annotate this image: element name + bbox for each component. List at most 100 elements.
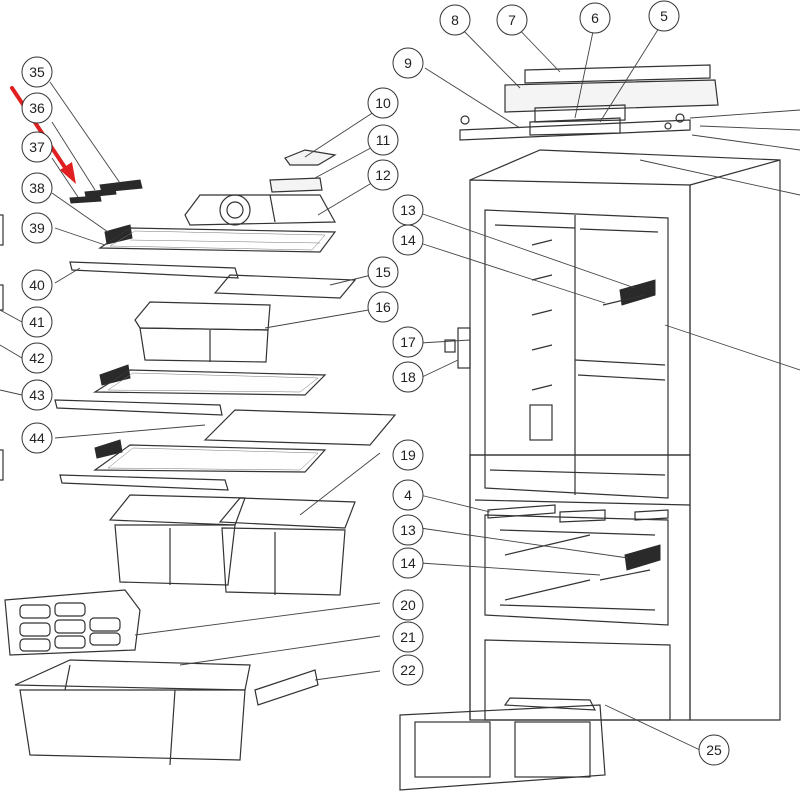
callout-15: 15 [367, 256, 399, 288]
divider-20 [4, 589, 141, 656]
callout-number: 16 [375, 299, 391, 315]
callout-13: 13 [392, 194, 424, 226]
callout-number: 14 [400, 555, 416, 571]
callout-9: 9 [392, 47, 424, 79]
part-15 [213, 274, 357, 299]
callout-8: 8 [439, 4, 471, 36]
callout-circle [392, 547, 424, 579]
callout-38: 38 [21, 172, 53, 204]
callout-circle [392, 514, 424, 546]
evaporator-cover-lower [624, 544, 661, 571]
hinge-pin-18 [444, 339, 456, 353]
callout-circle [367, 291, 399, 323]
callout-number: 17 [400, 334, 416, 350]
part-10 [284, 149, 337, 166]
callout-number: 41 [29, 314, 45, 330]
callout-number: 14 [400, 232, 416, 248]
callout-6: 6 [579, 2, 611, 34]
slide-rail-22 [254, 669, 319, 706]
callout-circle [439, 4, 471, 36]
shelf-trim-lower [59, 474, 229, 491]
part-37 [69, 195, 102, 204]
callout-number: 5 [660, 8, 668, 24]
callout-number: 10 [375, 95, 391, 111]
callout-circle [392, 621, 424, 653]
shelf-trim-40 [69, 261, 239, 279]
callout-35: 35 [21, 56, 53, 88]
callout-43: 43 [21, 379, 53, 411]
callout-circle [21, 56, 53, 88]
callout-circle [21, 172, 53, 204]
callout-number: 7 [508, 12, 516, 28]
top-control-assembly [459, 64, 719, 141]
callout-39: 39 [21, 212, 53, 244]
callout-number: 13 [400, 202, 416, 218]
callout-circle [648, 0, 680, 32]
cabinet-body [469, 149, 781, 721]
callout-12: 12 [367, 159, 399, 191]
callout-circle [392, 326, 424, 358]
callout-circle [367, 159, 399, 191]
callout-17: 17 [392, 326, 424, 358]
shelf-middle [92, 369, 327, 396]
callout-circle [21, 306, 53, 338]
callout-41: 41 [21, 306, 53, 338]
callout-13: 13 [392, 514, 424, 546]
callout-circle [21, 342, 53, 374]
callout-number: 21 [400, 629, 416, 645]
callout-circle [21, 131, 53, 163]
callout-circle [392, 479, 424, 511]
callout-5: 5 [648, 0, 680, 32]
callout-number: 11 [376, 132, 391, 148]
part-38 [104, 224, 133, 245]
part-4-bar-b [559, 509, 606, 523]
evaporator-cover-upper [619, 279, 656, 306]
glass-plate-44 [203, 409, 397, 446]
callout-7: 7 [496, 4, 528, 36]
callout-circle [496, 4, 528, 36]
shelf-trim-43 [54, 399, 223, 416]
shelf-clip-3 [94, 439, 123, 459]
callout-circle [392, 589, 424, 621]
callout-25: 25 [698, 734, 730, 766]
callout-circle [21, 269, 53, 301]
heater-rod-upper [602, 294, 646, 306]
callout-10: 10 [367, 87, 399, 119]
part-11 [269, 177, 323, 193]
offpage-part-a [0, 214, 4, 246]
callout-20: 20 [392, 589, 424, 621]
callout-37: 37 [21, 131, 53, 163]
bin-pair-19 [108, 494, 356, 596]
callout-number: 36 [29, 100, 45, 116]
callout-circle [367, 124, 399, 156]
callout-number: 8 [451, 12, 459, 28]
callout-number: 44 [29, 430, 45, 446]
callout-circle [21, 92, 53, 124]
callout-number: 22 [400, 662, 416, 678]
callout-number: 39 [29, 220, 45, 236]
callout-number: 6 [591, 10, 599, 26]
callout-circle [392, 654, 424, 686]
callout-number: 35 [29, 64, 45, 80]
part-4-bar-a [487, 504, 556, 519]
fan-assembly [184, 194, 337, 226]
callout-circle [367, 87, 399, 119]
crisper-bin-16 [134, 301, 271, 363]
callout-number: 20 [400, 597, 416, 613]
callout-number: 40 [29, 277, 45, 293]
callout-14: 14 [392, 224, 424, 256]
callout-19: 19 [392, 439, 424, 471]
callout-circle [579, 2, 611, 34]
callout-circle [392, 361, 424, 393]
callout-21: 21 [392, 621, 424, 653]
callout-number: 43 [29, 387, 45, 403]
callout-circle [21, 379, 53, 411]
callout-circle [392, 47, 424, 79]
callout-40: 40 [21, 269, 53, 301]
callout-11: 11 [367, 124, 399, 156]
callout-circle [21, 422, 53, 454]
offpage-part-b [0, 284, 4, 311]
